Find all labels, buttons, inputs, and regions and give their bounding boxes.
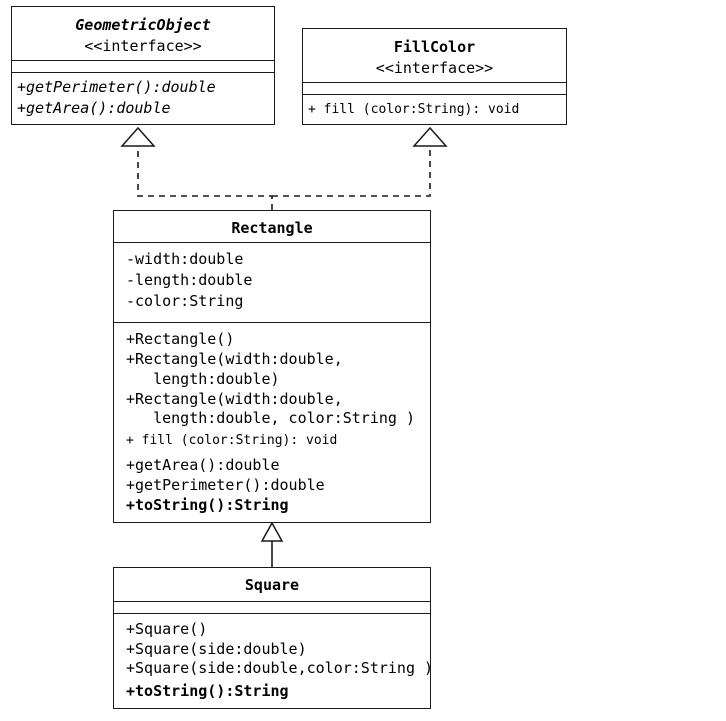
rectangle-attribute: -length:double [126, 271, 253, 289]
rectangle-method: + fill (color:String): void [126, 433, 338, 448]
inheritance-arrowhead-rectangle [260, 521, 284, 542]
geometricobject-stereotype: <<interface>> [84, 37, 202, 55]
fillcolor-divider-2 [303, 94, 566, 95]
rectangle-method: +Rectangle(width:double, [126, 350, 343, 368]
realization-line-fillcolor [272, 146, 431, 197]
fillcolor-stereotype: <<interface>> [375, 59, 494, 77]
fillcolor-class-box: FillColor <<interface>> + fill (color:St… [302, 28, 567, 125]
rectangle-method: +getArea():double [126, 456, 280, 474]
geometricobject-method: +getPerimeter():double [17, 78, 216, 96]
rectangle-divider-2 [114, 322, 430, 323]
square-method: +Square(side:double) [126, 640, 307, 658]
square-method: +Square() [126, 620, 208, 638]
realization-line-geometricobject [137, 146, 273, 210]
rectangle-attribute: -width:double [126, 250, 244, 268]
rectangle-method: +Rectangle() [126, 330, 235, 348]
rectangle-class-box: Rectangle -width:double -length:double -… [113, 210, 431, 523]
geometricobject-divider-2 [12, 72, 274, 73]
square-name: Square [244, 576, 300, 594]
rectangle-divider-1 [114, 242, 430, 243]
rectangle-name: Rectangle [231, 219, 313, 237]
fillcolor-divider-1 [303, 82, 566, 83]
geometricobject-method: +getArea():double [17, 99, 171, 117]
square-class-box: Square +Square() +Square(side:double) +S… [113, 567, 434, 709]
rectangle-attribute: -color:String [126, 292, 244, 310]
realization-arrowhead-fillcolor [412, 126, 448, 147]
geometricobject-class-box: GeometricObject <<interface>> +getPerime… [11, 6, 275, 125]
square-divider-2 [114, 613, 430, 614]
geometricobject-divider-1 [12, 60, 274, 61]
square-method: +Square(side:double,color:String ) [126, 659, 434, 677]
fillcolor-name: FillColor [393, 38, 476, 56]
rectangle-method: +getPerimeter():double [126, 476, 325, 494]
realization-arrowhead-geometricobject [120, 126, 156, 147]
square-method: +toString():String [126, 682, 289, 700]
geometricobject-name: GeometricObject [75, 16, 211, 34]
rectangle-method: +toString():String [126, 496, 289, 514]
rectangle-method: +Rectangle(width:double, [126, 390, 343, 408]
fillcolor-method: + fill (color:String): void [308, 102, 520, 117]
rectangle-method: length:double, color:String ) [126, 409, 415, 427]
rectangle-method: length:double) [126, 370, 280, 388]
square-divider-1 [114, 601, 430, 602]
